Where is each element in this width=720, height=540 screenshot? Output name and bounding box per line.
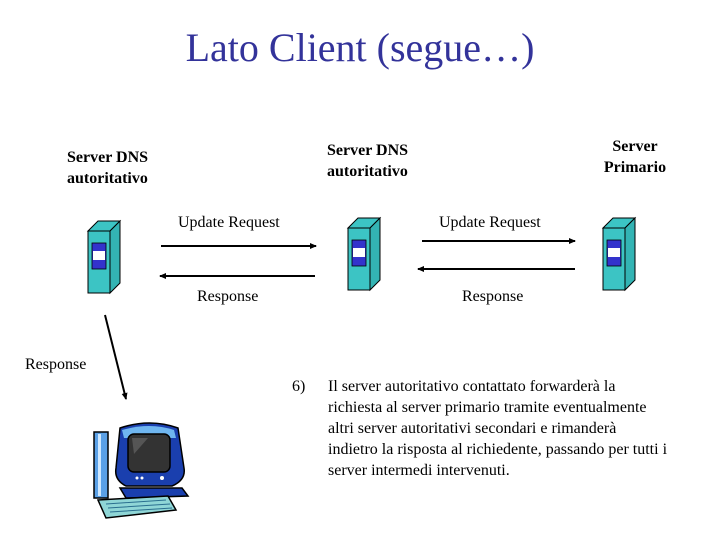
server-label-right-line1: Server <box>612 138 658 155</box>
update-request-label-1: Update Request <box>178 214 280 231</box>
server-label-right-line2: Primario <box>603 159 667 176</box>
server-label-left-line2: autoritativo <box>67 170 148 187</box>
step-text: Il server autoritativo contattato forwar… <box>328 378 668 479</box>
server-label-middle-line2: autoritativo <box>327 163 408 180</box>
server-label-left-line1: Server DNS <box>67 149 149 166</box>
server-label-right: Server Primario <box>590 136 680 178</box>
client-response-label: Response <box>25 356 87 373</box>
server-icon-middle <box>347 217 381 291</box>
client-response-arrow <box>104 314 128 400</box>
response-label-1: Response <box>197 288 259 305</box>
step-number: 6) <box>292 378 306 395</box>
update-request-label-2: Update Request <box>439 214 541 231</box>
server-icon-right <box>602 217 636 291</box>
server-label-left: Server DNS autoritativo <box>67 147 148 189</box>
response-label-2: Response <box>462 288 524 305</box>
server-icon-left <box>87 220 121 294</box>
desktop-computer-icon <box>93 422 190 519</box>
slide-title: Lato Client (segue…) <box>185 25 535 70</box>
server-label-middle-line1: Server DNS <box>327 142 409 159</box>
server-label-middle: Server DNS autoritativo <box>327 140 408 182</box>
